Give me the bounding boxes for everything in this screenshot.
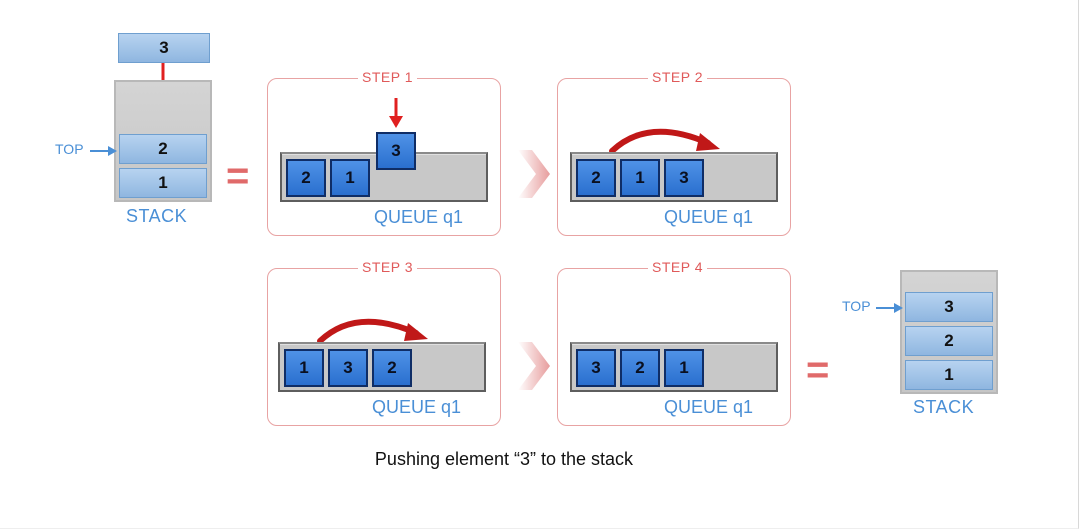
stack-label: STACK xyxy=(913,397,975,417)
step-4-box: STEP 4 3 2 1 QUEUE q1 xyxy=(557,259,791,426)
stack-cell: 1 xyxy=(119,168,207,198)
queue-label: QUEUE q1 xyxy=(372,397,462,417)
queue-label: QUEUE q1 xyxy=(374,207,464,227)
step-2-box: STEP 2 2 1 3 QUEUE q1 xyxy=(557,69,791,236)
stack-cell: 1 xyxy=(905,360,993,390)
queue-cell: 3 xyxy=(328,349,368,387)
queue-cell: 2 xyxy=(620,349,660,387)
step-title: STEP 2 xyxy=(648,69,707,85)
step-title: STEP 3 xyxy=(358,259,417,275)
queue-cell: 1 xyxy=(330,159,370,197)
rotate-arrow-icon xyxy=(317,318,428,344)
step-title: STEP 1 xyxy=(358,69,417,85)
rotate-arrow-icon xyxy=(609,128,720,154)
queue-cell: 1 xyxy=(284,349,324,387)
stack-cell: 2 xyxy=(905,326,993,356)
queue-label: QUEUE q1 xyxy=(664,207,754,227)
queue-cell: 3 xyxy=(576,349,616,387)
final-stack: 3 2 1 xyxy=(900,270,998,394)
top-pointer-label: TOP xyxy=(55,141,84,157)
queue-cell: 2 xyxy=(576,159,616,197)
incoming-queue-cell: 3 xyxy=(376,132,416,170)
step-3-box: STEP 3 1 3 2 QUEUE q1 xyxy=(267,259,501,426)
equals-sign: = xyxy=(806,348,830,392)
chevron-right-icon xyxy=(518,150,550,198)
top-arrow-icon xyxy=(90,146,117,156)
queue-cell: 1 xyxy=(664,349,704,387)
step-1-box: STEP 1 2 1 3 QUEUE q1 xyxy=(267,69,501,236)
top-pointer-label: TOP xyxy=(842,298,871,314)
initial-stack: 2 1 xyxy=(114,80,212,202)
equals-sign: = xyxy=(226,154,250,198)
queue-cell: 3 xyxy=(664,159,704,197)
top-arrow-icon xyxy=(876,303,903,313)
enqueue-arrow-icon xyxy=(389,98,403,128)
queue-label: QUEUE q1 xyxy=(664,397,754,417)
stack-cell: 3 xyxy=(905,292,993,322)
incoming-element: 3 xyxy=(118,33,210,63)
stack-label: STACK xyxy=(126,206,188,226)
queue-cell: 2 xyxy=(286,159,326,197)
stack-cell: 2 xyxy=(119,134,207,164)
queue-cell: 1 xyxy=(620,159,660,197)
step-title: STEP 4 xyxy=(648,259,707,275)
diagram-caption: Pushing element “3” to the stack xyxy=(374,449,634,469)
chevron-right-icon xyxy=(518,342,550,390)
queue-cell: 2 xyxy=(372,349,412,387)
